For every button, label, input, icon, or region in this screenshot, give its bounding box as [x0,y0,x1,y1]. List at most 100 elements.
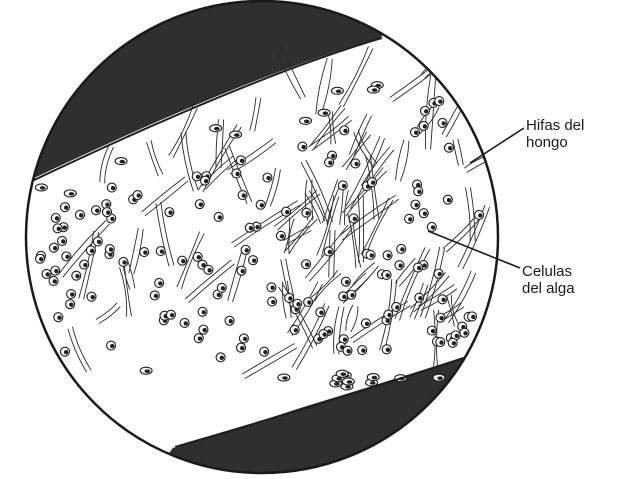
cell-nucleus [288,296,292,300]
cell-nucleus [343,337,347,341]
cell-nucleus [370,381,376,385]
cell-nucleus [285,210,289,214]
cell-nucleus [252,258,256,262]
cell-nucleus [54,269,58,273]
cell-nucleus [241,269,245,273]
cell-nucleus [61,239,65,243]
cell-nucleus [370,253,374,257]
cell-nucleus [199,202,203,206]
cell-nucleus [319,311,323,315]
cell-nucleus [386,273,390,277]
cell-nucleus [442,121,446,125]
hypha-strand [421,43,448,76]
cell-nucleus [361,348,365,352]
cell-nucleus [437,376,443,380]
cell-nucleus [57,315,61,319]
cell-nucleus [345,385,351,389]
cell-nucleus [282,376,288,380]
cell-nucleus [439,316,443,320]
cell-nucleus [438,99,442,103]
cell-nucleus [122,260,126,264]
cell-nucleus [64,350,68,354]
cell-nucleus [439,340,443,344]
cell-nucleus [452,341,456,345]
cell-nucleus [217,293,221,297]
cell-nucleus [418,296,422,300]
cell-nucleus [331,154,335,158]
cell-nucleus [83,263,87,267]
cell-nucleus [441,298,445,302]
cell-nucleus [63,225,67,229]
cell-nucleus [235,172,239,176]
cell-nucleus [305,262,309,266]
cell-nucleus [354,162,358,166]
cell-nucleus [245,248,249,252]
cell-nucleus [307,300,311,304]
cell-nucleus [463,331,467,335]
cell-nucleus [294,328,298,332]
cell-nucleus [417,266,421,270]
cell-nucleus [341,372,347,376]
cell-nucleus [296,302,300,306]
cell-nucleus [334,382,340,386]
cell-nucleus [168,210,172,214]
cell-nucleus [64,205,68,209]
cell-nucleus [328,250,332,254]
cell-nucleus [46,272,50,276]
cell-nucleus [372,88,378,92]
cell-nucleus [353,217,357,221]
cell-nucleus [386,348,390,352]
cell-nucleus [301,145,305,149]
cell-nucleus [255,225,259,229]
cell-nucleus [97,240,101,244]
cell-nucleus [423,211,427,215]
cell-nucleus [234,133,240,137]
cell-nucleus [414,203,418,207]
cell-nucleus [249,226,253,230]
cell-nucleus [57,227,61,231]
cell-nucleus [91,295,95,299]
cell-nucleus [280,234,284,238]
cell-nucleus [422,263,426,267]
cell-nucleus [347,380,353,384]
cell-nucleus [202,328,206,332]
cell-nucleus [448,146,452,150]
cell-nucleus [371,180,375,184]
cell-nucleus [471,315,475,319]
cell-nucleus [345,280,349,284]
cell-nucleus [478,213,482,217]
cell-nucleus [218,215,222,219]
cell-nucleus [229,319,233,323]
cell-nucleus [417,190,421,194]
cell-nucleus [240,346,244,350]
cell-nucleus [455,334,459,338]
cell-nucleus [119,160,125,164]
cell-nucleus [106,210,110,214]
cell-nucleus [154,294,158,298]
cell-nucleus [70,292,74,296]
cell-nucleus [221,286,225,290]
cell-nucleus [343,129,347,133]
cell-nucleus [270,286,274,290]
cell-nucleus [202,310,206,314]
cell-nucleus [350,293,354,297]
cell-nucleus [387,313,391,317]
cell-nucleus [145,369,151,373]
cell-nucleus [137,193,141,197]
hyphae-label-line1: Hifas del [526,117,584,134]
cell-nucleus [431,225,435,229]
cell-nucleus [53,279,57,283]
cell-nucleus [342,295,346,299]
cell-nucleus [90,249,94,253]
cell-nucleus [260,203,264,207]
cell-nucleus [323,111,329,115]
cell-nucleus [365,322,369,326]
cell-nucleus [53,246,57,250]
cell-nucleus [243,337,247,341]
algae-label: Celulas del alga [522,263,575,297]
cell-nucleus [304,120,310,124]
cell-nucleus [387,253,391,257]
cell-nucleus [305,211,309,215]
algae-label-line1: Celulas [522,263,575,280]
